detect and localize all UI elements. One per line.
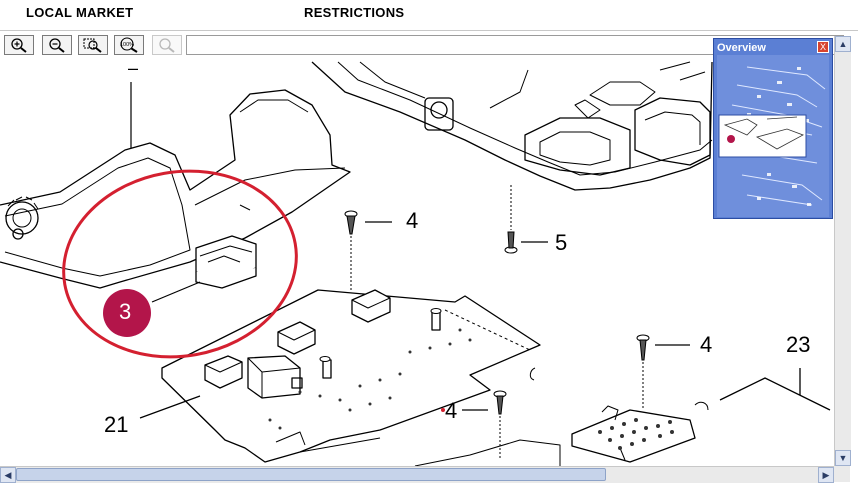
overview-diagram-thumb (718, 66, 826, 206)
zoom-window-button[interactable] (78, 35, 108, 55)
app-header: LOCAL MARKET RESTRICTIONS (0, 0, 858, 31)
zoom-window-icon (83, 38, 102, 53)
zoom-100-icon: 100% (120, 37, 138, 53)
zoom-100-button[interactable]: 100% (114, 35, 144, 55)
callout-4-center[interactable]: 4 (445, 398, 458, 423)
zoom-out-icon (49, 38, 65, 53)
screw-small-right (430, 308, 442, 314)
parts-diagram (0, 61, 831, 466)
screw-4-top (344, 210, 358, 290)
callout-4-top[interactable]: 4 (406, 208, 419, 233)
scroll-corner (834, 466, 850, 482)
callout-23[interactable]: 23 (786, 332, 811, 357)
scroll-down-button[interactable]: ▼ (835, 450, 851, 466)
hotspot-marker[interactable] (441, 408, 445, 412)
small-board-part (571, 368, 831, 463)
overview-thumbnail[interactable] (717, 55, 829, 217)
scroll-left-button[interactable]: ◀ (0, 467, 16, 483)
overview-close-button[interactable]: X (817, 41, 829, 53)
search-icon (159, 38, 175, 53)
callout-5[interactable]: 5 (555, 230, 568, 255)
screw-4-center (493, 390, 507, 460)
screws (319, 185, 650, 460)
zoom-100-label: 100% (120, 42, 134, 48)
zoom-in-icon (11, 38, 27, 53)
leader-lines (130, 82, 690, 419)
parts-diagram-canvas[interactable]: – 4 5 3 4 23 21 4 (0, 58, 834, 466)
horizontal-scroll-thumb[interactable] (16, 468, 606, 481)
highlight-circle (62, 169, 298, 359)
local-market-link[interactable]: LOCAL MARKET (26, 5, 134, 20)
left-housing-part (0, 89, 351, 289)
callout-21[interactable]: 21 (104, 412, 129, 437)
scroll-up-button[interactable]: ▲ (835, 36, 851, 52)
overview-title: Overview (717, 42, 766, 54)
pcb-components (268, 328, 472, 430)
callout-top-dash[interactable]: – (128, 58, 139, 78)
top-housing-part (311, 61, 713, 191)
search-button[interactable] (152, 35, 182, 55)
zoom-in-button[interactable] (4, 35, 34, 55)
main-board-part (161, 289, 541, 463)
scroll-right-button[interactable]: ▶ (818, 467, 834, 483)
screw-small-left (319, 356, 331, 362)
callout-3-badge[interactable] (103, 289, 151, 337)
restrictions-link[interactable]: RESTRICTIONS (304, 5, 405, 20)
callout-4-right[interactable]: 4 (700, 332, 713, 357)
screw-4-right (636, 334, 650, 410)
small-board-buttons (598, 418, 674, 450)
vertical-scrollbar[interactable]: ▲ ▼ (834, 36, 851, 466)
zoom-out-button[interactable] (42, 35, 72, 55)
callout-3[interactable]: 3 (119, 299, 132, 324)
screw-5 (504, 185, 518, 254)
toolbar: 100% (0, 33, 858, 57)
horizontal-scrollbar[interactable]: ◀ ▶ (0, 466, 834, 483)
overview-panel[interactable]: Overview X (713, 38, 833, 219)
